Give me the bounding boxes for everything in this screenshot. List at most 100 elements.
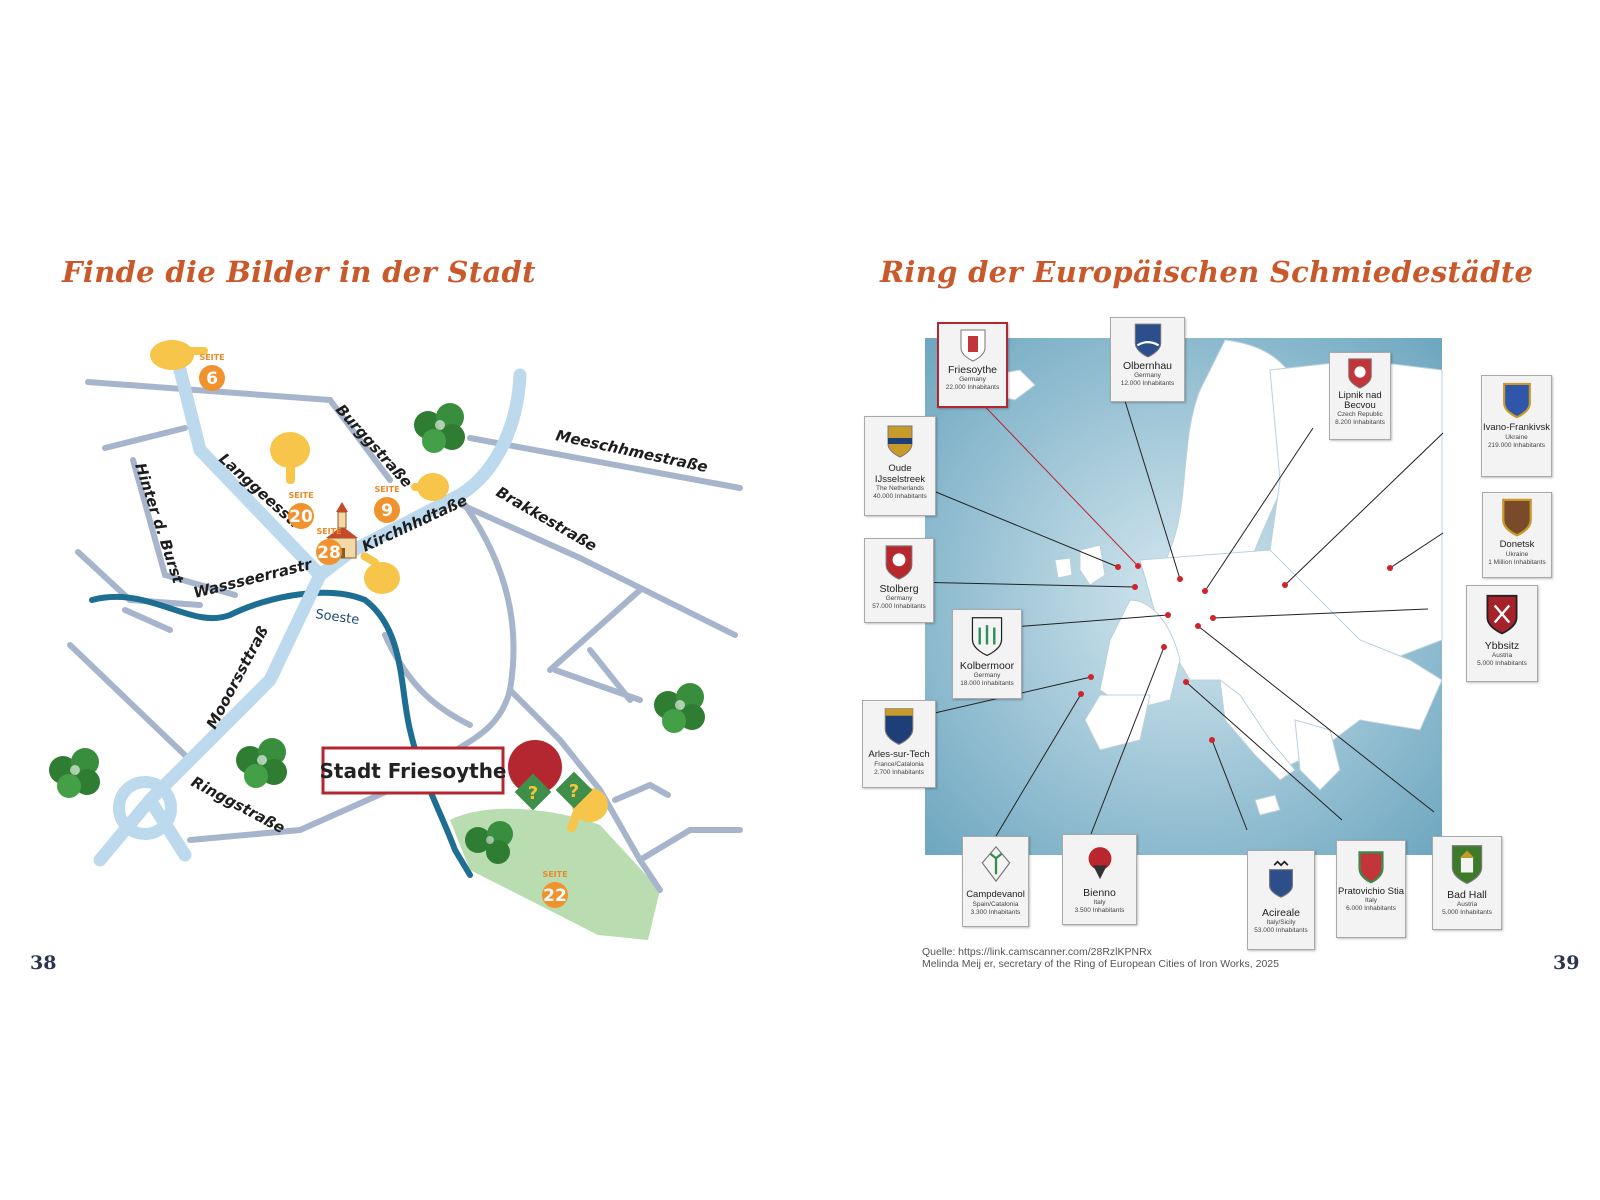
city-country: Italy	[1365, 897, 1377, 904]
roundabout	[113, 776, 177, 840]
city-name: Stolberg	[879, 583, 919, 595]
city-card-bienno: Bienno Italy 3.500 Inhabitants	[1062, 834, 1137, 925]
svg-text:SEITE: SEITE	[542, 870, 567, 879]
svg-text:SEITE: SEITE	[316, 527, 341, 536]
city-population: 2.700 Inhabitants	[874, 769, 924, 776]
source-line: Quelle: https://link.camscanner.com/28Rz…	[922, 946, 1152, 958]
city-population: 40.000 Inhabitants	[873, 493, 927, 500]
page-marker-22: SEITE 22	[542, 870, 568, 908]
city-population: 22.000 Inhabitants	[945, 384, 1000, 391]
city-population: 5.000 Inhabitants	[1477, 660, 1527, 667]
city-country: Germany	[959, 376, 986, 383]
city-card-kolbermoor: Kolbermoor Germany 18.000 Inhabitants	[952, 609, 1022, 699]
coat-of-arms-icon	[1486, 594, 1518, 635]
city-name: Kolbermoor	[959, 660, 1015, 672]
source-note: Quelle: https://link.camscanner.com/28Rz…	[922, 946, 1279, 970]
city-country: Germany	[885, 595, 913, 602]
city-name: Donetsk	[1499, 539, 1535, 550]
tree-icon	[49, 748, 100, 798]
coat-of-arms-icon	[1348, 358, 1372, 389]
city-card-lipnik: Lipnik nad Becvou Czech Republic 8.200 I…	[1329, 352, 1391, 440]
street-burgstr: Burggstraße	[332, 401, 416, 492]
city-name: Arles-sur-Tech	[868, 749, 930, 760]
city-card-ivano-frankivsk: Ivano-Frankivsk Ukraine 219.000 Inhabita…	[1481, 375, 1552, 477]
city-card-pratovichio-stia: Pratovichio Stia Italy 6.000 Inhabitants	[1336, 840, 1406, 938]
city-population: 8.200 Inhabitants	[1335, 419, 1385, 426]
city-population: 6.000 Inhabitants	[1346, 905, 1396, 912]
city-population: 1 Million Inhabitants	[1488, 559, 1546, 566]
tree-icon	[654, 683, 705, 733]
svg-text:22: 22	[543, 886, 567, 906]
city-card-bad-hall: Bad Hall Austria 5.000 Inhabitants	[1432, 836, 1502, 930]
svg-text:9: 9	[381, 501, 393, 521]
town-map: Langgeesstr Burggstraße Hinter d. Burst …	[49, 340, 743, 940]
coat-of-arms-icon	[885, 545, 913, 580]
city-population: 3.500 Inhabitants	[1074, 907, 1125, 914]
town-label-box	[321, 746, 505, 795]
city-country: Italy/Sicily	[1266, 919, 1296, 926]
page-marker-28: SEITE 28	[316, 527, 342, 565]
city-country: Germany	[973, 672, 1001, 679]
right-page-number: 39	[1553, 952, 1580, 974]
river-label: Soeste	[314, 607, 360, 628]
city-name: Bienno	[1083, 887, 1116, 899]
city-population: 12.000 Inhabitants	[1120, 380, 1175, 387]
coat-of-arms-icon	[1134, 323, 1161, 358]
city-card-arles-sur-tech: Arles-sur-Tech France/Catalonia 2.700 In…	[862, 700, 936, 788]
city-name: Lipnik nad Becvou	[1338, 390, 1382, 411]
city-country: Ukraine	[1505, 551, 1529, 558]
pointing-hand-icon	[360, 552, 400, 594]
left-page-number: 38	[30, 952, 57, 974]
svg-text:6: 6	[206, 369, 218, 389]
city-card-friesoythe: Friesoythe Germany 22.000 Inhabitants	[937, 322, 1008, 408]
svg-text:?: ?	[569, 781, 579, 802]
coat-of-arms-icon	[1088, 847, 1111, 880]
tree-icon	[414, 403, 465, 453]
street-hinter: Hinter d. Burst	[131, 461, 187, 587]
city-population: 219.000 Inhabitants	[1487, 442, 1546, 449]
svg-text:20: 20	[289, 507, 313, 527]
svg-text:SEITE: SEITE	[199, 353, 224, 362]
coat-of-arms-icon	[887, 425, 913, 458]
svg-text:SEITE: SEITE	[288, 491, 313, 500]
coat-of-arms-icon	[1502, 498, 1532, 537]
pointing-hand-icon	[270, 432, 310, 484]
city-country: Austria	[1456, 901, 1478, 908]
town-dot	[508, 740, 562, 794]
city-population: 3.300 Inhabitants	[970, 909, 1021, 916]
city-card-stolberg: Stolberg Germany 57.000 Inhabitants	[864, 538, 934, 623]
city-name: Bad Hall	[1447, 889, 1487, 901]
svg-text:?: ?	[528, 783, 538, 804]
city-country: Italy	[1093, 899, 1106, 906]
city-name: Friesoythe	[947, 364, 998, 376]
city-country: Germany	[1134, 372, 1161, 379]
page-marker-6: SEITE 6	[199, 353, 225, 391]
city-name: Acireale	[1262, 907, 1300, 919]
city-card-olbernhau: Olbernhau Germany 12.000 Inhabitants	[1110, 317, 1185, 402]
city-country: Ukraine	[1505, 434, 1528, 441]
city-card-acireale: Acireale Italy/Sicily 53.000 Inhabitants	[1247, 850, 1315, 950]
page-marker-9: SEITE 9	[374, 485, 400, 523]
street-kirch: Kirchhhdtaße	[359, 491, 470, 556]
coat-of-arms-icon	[960, 329, 985, 362]
coat-of-arms-icon	[981, 845, 1010, 883]
city-name: Ybbsitz	[1484, 640, 1520, 652]
right-page-title: Ring der Europäischen Schmiedestädte	[880, 255, 1534, 289]
tree-icon	[465, 821, 513, 864]
question-icon: ?	[555, 771, 593, 809]
city-name: Ivano-Frankivsk	[1482, 422, 1551, 433]
coat-of-arms-icon	[1502, 382, 1531, 419]
coat-of-arms-icon	[1451, 845, 1483, 885]
city-dots	[1078, 563, 1393, 743]
city-country: Spain/Catalonia	[972, 901, 1019, 908]
city-card-donetsk: Donetsk Ukraine 1 Million Inhabitants	[1482, 492, 1552, 578]
question-icon: ?	[514, 773, 552, 811]
landmass	[989, 339, 1443, 816]
city-card-oude-ijsselstreek: Oude IJsselstreek The Netherlands 40.000…	[864, 416, 936, 516]
source-line: Melinda Meij er, secretary of the Ring o…	[922, 958, 1279, 970]
city-population: 5.000 Inhabitants	[1442, 909, 1492, 916]
svg-text:28: 28	[317, 543, 341, 563]
city-population: 53.000 Inhabitants	[1254, 927, 1308, 934]
city-name: Pratovichio Stia	[1337, 886, 1404, 897]
coat-of-arms-icon	[1269, 860, 1293, 898]
